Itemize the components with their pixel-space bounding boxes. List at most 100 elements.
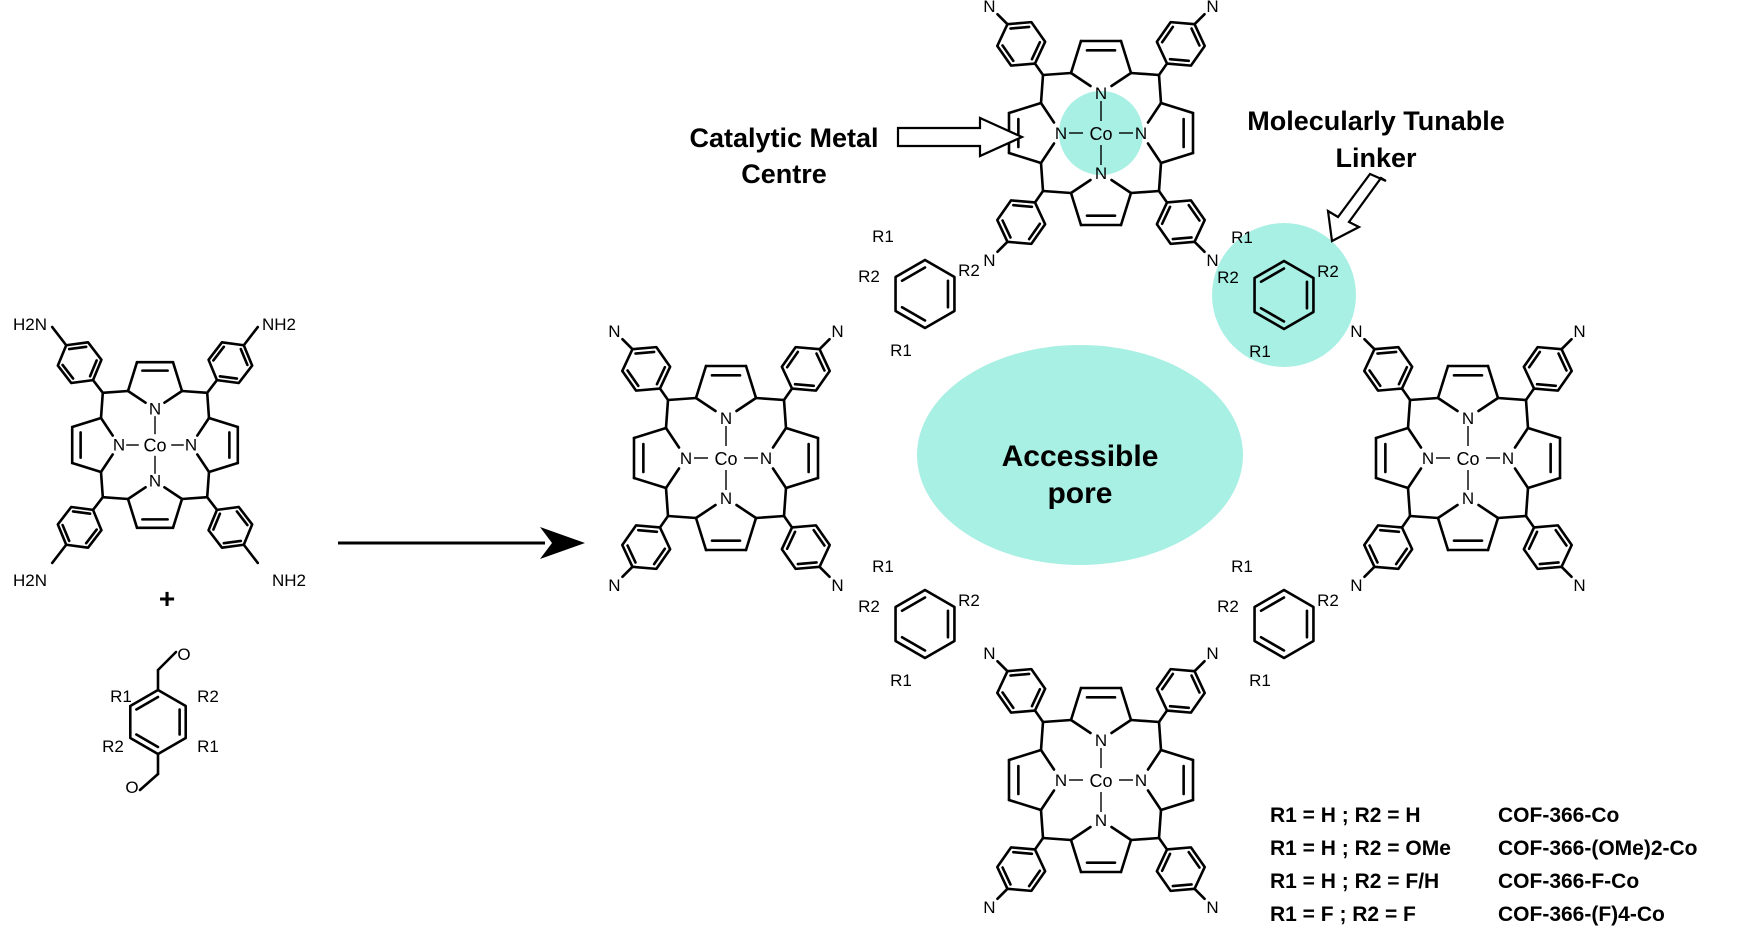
bond (1146, 101, 1163, 124)
imine-nitrogen: N (608, 576, 620, 595)
double-bond (1160, 672, 1175, 691)
bond (632, 426, 668, 440)
bond (1119, 838, 1133, 874)
bond (1436, 503, 1459, 520)
imine-bond (996, 240, 1009, 254)
r1-label: R1 (1249, 342, 1271, 361)
double-bond (135, 695, 160, 711)
aryl-bond (658, 514, 670, 529)
bond (1406, 467, 1423, 490)
double-bond (61, 363, 75, 380)
bond (1146, 748, 1163, 771)
aryl-bond (91, 495, 105, 512)
bond (1119, 191, 1133, 227)
double-bond (1376, 350, 1398, 355)
double-bond (626, 544, 637, 564)
r2-label: R2 (958, 261, 980, 280)
double-bond (793, 382, 816, 388)
bond (735, 503, 758, 520)
aryl-bond (205, 495, 219, 512)
imine-nitrogen: N (1206, 251, 1218, 270)
bond (1513, 426, 1530, 449)
linker-arrow (1326, 172, 1387, 243)
bond (1069, 686, 1083, 722)
bond (1436, 516, 1450, 552)
framework-phenyl-ring (620, 345, 672, 392)
bond (196, 416, 211, 437)
variant-condition: R1 = H ; R2 = OMe (1270, 837, 1451, 860)
framework-phenyl-ring (1155, 846, 1207, 893)
bond (1041, 718, 1073, 724)
double-bond (61, 523, 71, 543)
double-bond (1027, 222, 1042, 241)
bond (1110, 178, 1133, 195)
bond (1129, 189, 1161, 195)
bond (1477, 396, 1500, 413)
nitrogen-atom: N (185, 435, 197, 454)
metal-centre-label-line1: Catalytic Metal (689, 123, 878, 153)
double-bond (785, 350, 800, 369)
bond (1069, 71, 1092, 88)
double-bond (1538, 561, 1560, 566)
double-bond (212, 345, 226, 362)
variant-product: COF-366-(OMe)2-Co (1498, 837, 1698, 860)
bond (694, 516, 708, 552)
bond (1110, 71, 1133, 88)
bond (1069, 838, 1083, 874)
variant-product: COF-366-(F)4-Co (1498, 903, 1665, 926)
nitrogen-atom: N (149, 399, 161, 418)
bond (1513, 467, 1530, 490)
nitrogen-atom: N (1095, 164, 1107, 183)
bond (101, 495, 130, 501)
terephthal-linker-ring (894, 588, 956, 660)
r1-label: R1 (110, 687, 132, 706)
double-bond (1168, 57, 1191, 63)
aryl-bond (91, 378, 105, 395)
framework-phenyl-ring (1522, 345, 1574, 392)
bond (1041, 189, 1073, 195)
imine-bond (996, 12, 1009, 26)
nitrogen-atom: N (1502, 449, 1514, 468)
cobalt-atom: Co (143, 435, 166, 455)
bond (99, 416, 114, 437)
bond (126, 497, 139, 530)
bond (1159, 101, 1195, 115)
aryl-bond (1033, 709, 1045, 724)
aryl-bond (1400, 514, 1412, 529)
double-bond (1171, 883, 1193, 888)
double-bond (1030, 40, 1042, 61)
aryl-bond (782, 387, 794, 402)
bond (784, 426, 820, 440)
bond (70, 416, 103, 429)
nitrogen-atom: N (680, 449, 692, 468)
framework-phenyl-ring (995, 846, 1047, 893)
bond (1041, 836, 1073, 842)
double-bond (815, 352, 826, 372)
bond (782, 398, 788, 430)
bond (1069, 825, 1092, 842)
r2-label: R2 (1317, 591, 1339, 610)
aryl-bond (1033, 836, 1045, 851)
double-bond (1259, 306, 1286, 323)
bond (99, 453, 114, 474)
double-bond (1259, 635, 1286, 652)
bond (1406, 426, 1423, 449)
bond (1069, 718, 1092, 735)
imine-bond (1193, 887, 1206, 901)
bond (70, 461, 103, 474)
bond (205, 470, 211, 499)
aryl-bond (1157, 189, 1169, 204)
bond (1039, 720, 1045, 752)
framework-phenyl-ring (995, 667, 1047, 714)
amine-label: H2N (13, 571, 47, 590)
bond (1436, 396, 1459, 413)
imine-bond (1560, 337, 1573, 351)
double-bond (1527, 530, 1539, 551)
double-bond (1160, 205, 1172, 226)
double-bond (1001, 44, 1015, 63)
bond (1119, 686, 1133, 722)
bond (1524, 398, 1530, 430)
bond (1041, 71, 1073, 77)
